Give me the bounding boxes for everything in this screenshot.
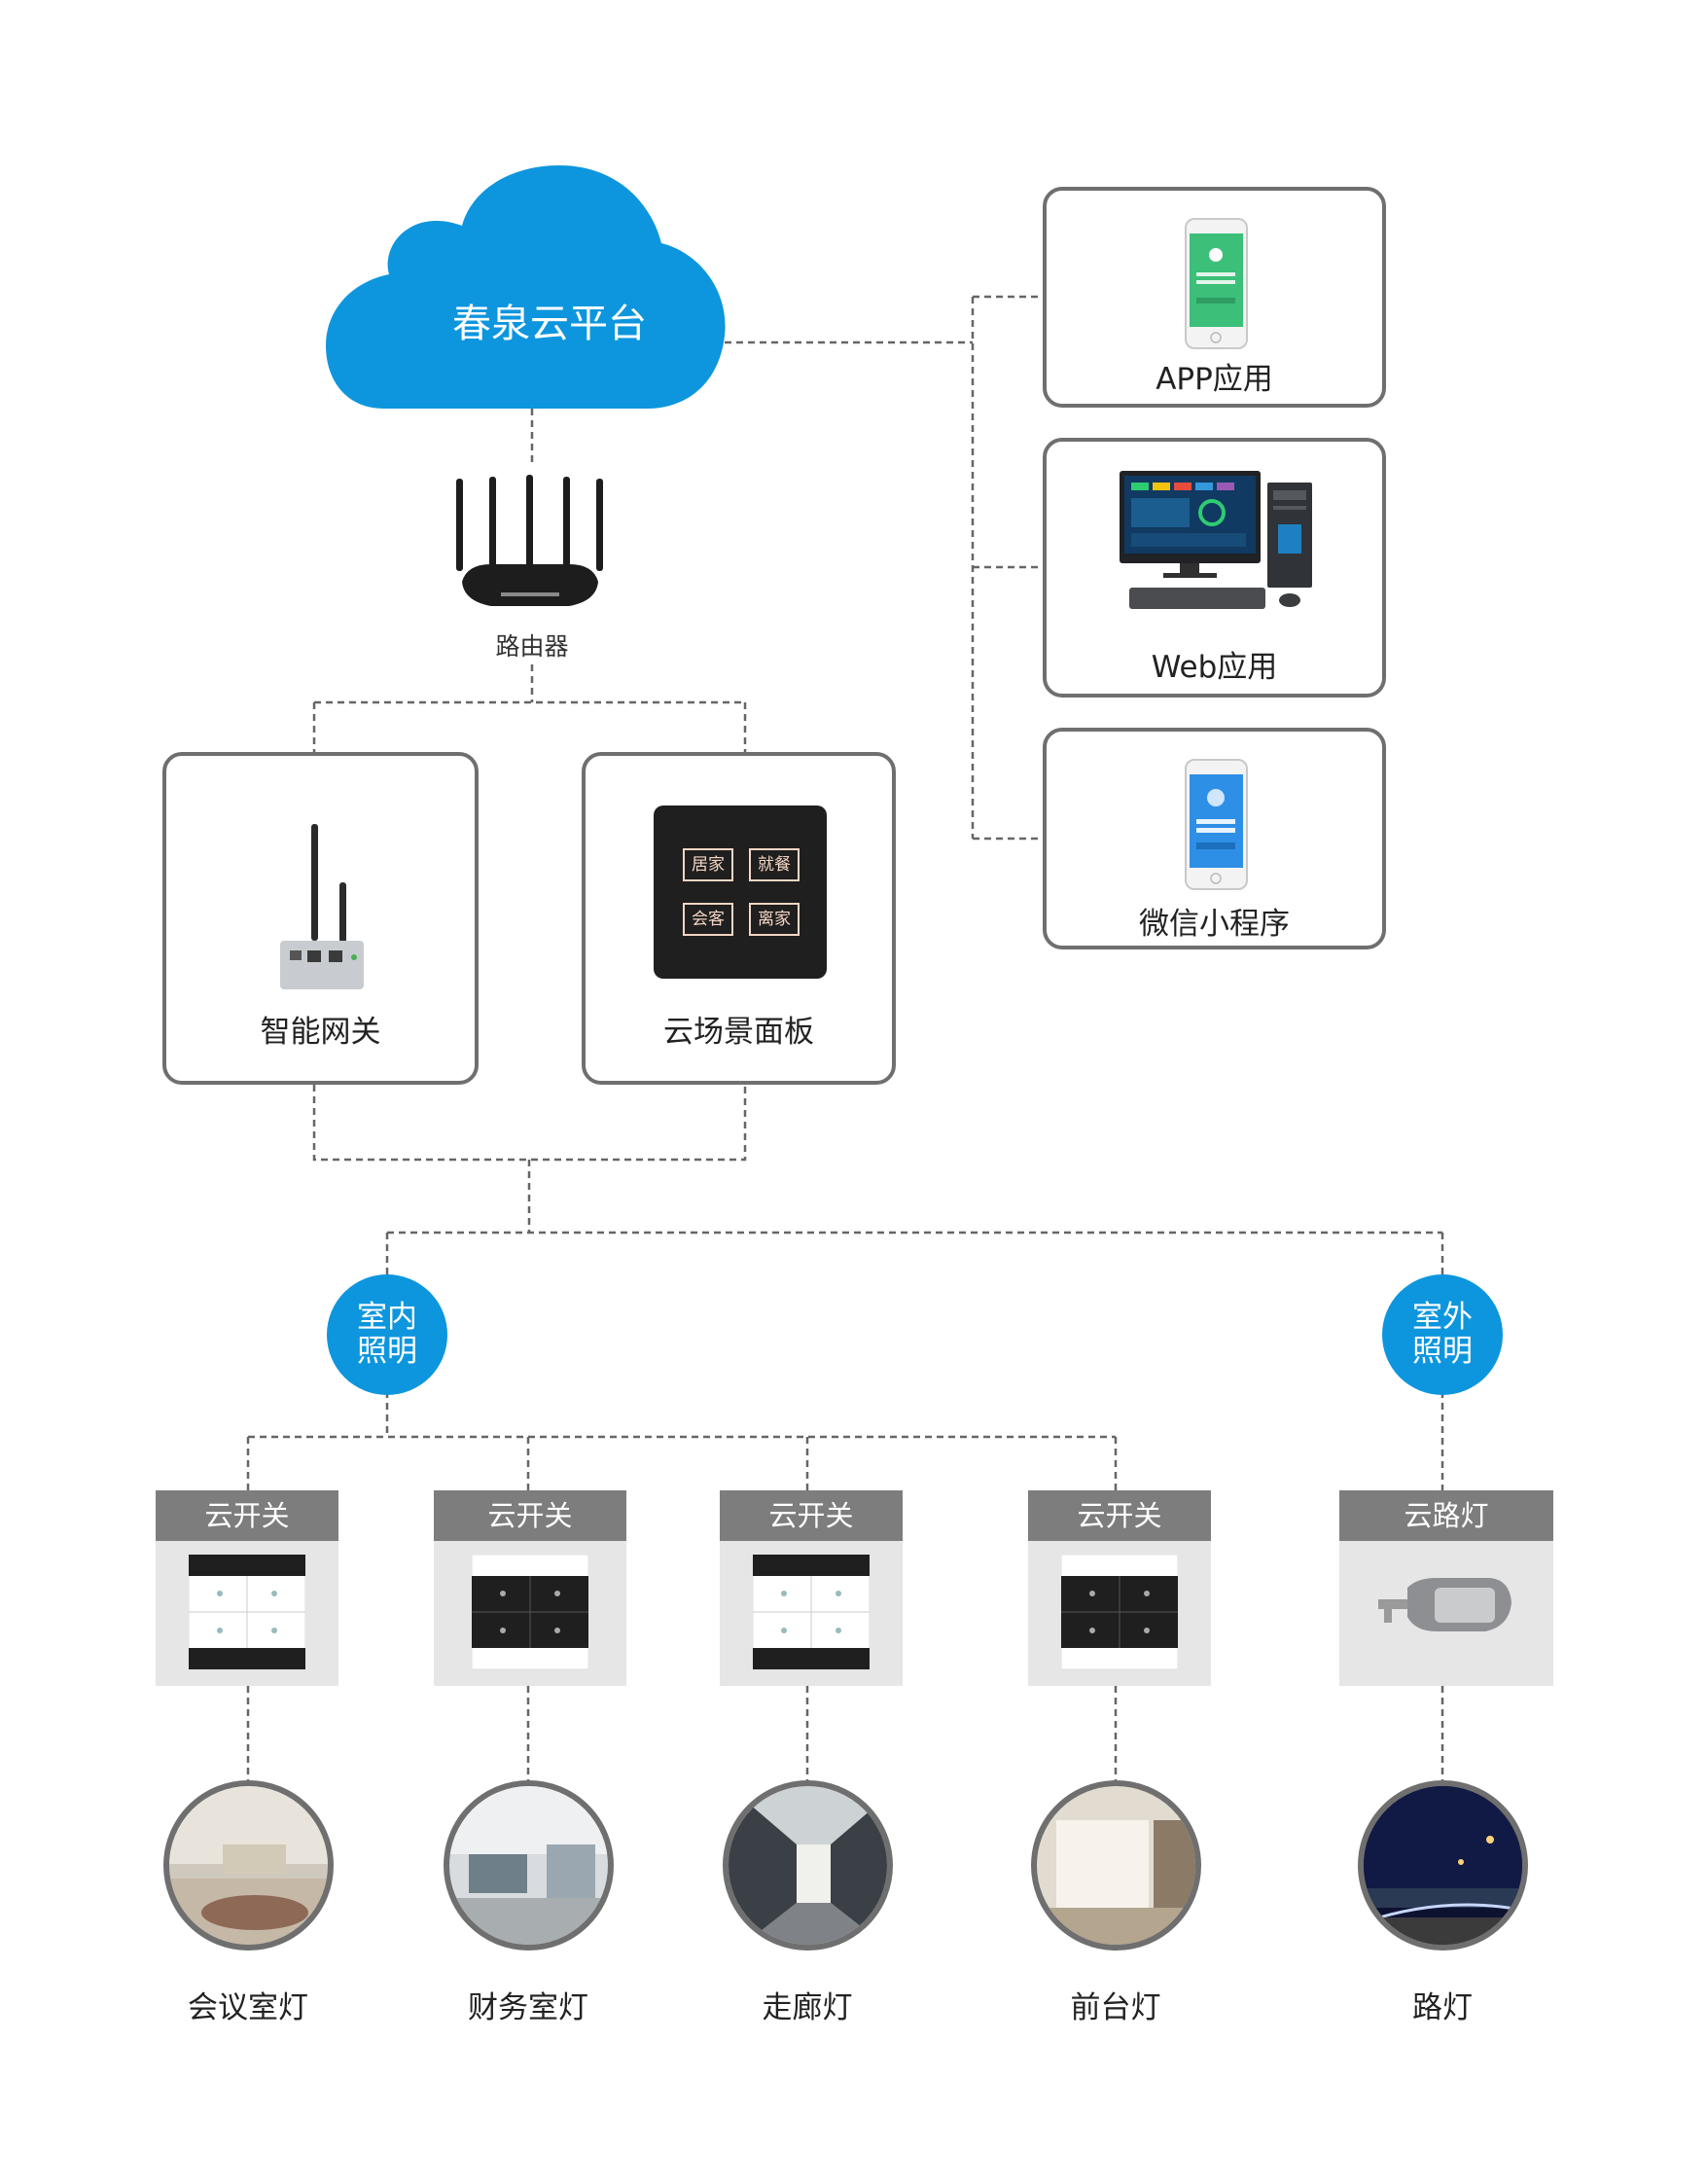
cloud-switch-4[interactable]: 云开关 (1028, 1490, 1211, 1686)
device-label: 云开关 (720, 1490, 903, 1541)
panel-button-away: 离家 (749, 903, 800, 936)
cloud-switch-2[interactable]: 云开关 (434, 1490, 626, 1686)
indoor-lighting-badge: 室内 照明 (327, 1274, 447, 1395)
outdoor-lighting-badge: 室外 照明 (1382, 1274, 1503, 1395)
cloud-street-light[interactable]: 云路灯 (1339, 1490, 1553, 1686)
street-photo (1358, 1780, 1528, 1951)
app-label: APP应用 (1156, 362, 1273, 397)
web-card[interactable]: Web应用 (1043, 438, 1386, 698)
indoor-line-1: 室内 (357, 1300, 417, 1335)
wechat-label: 微信小程序 (1139, 907, 1290, 942)
scene-label-street: 路灯 (1412, 1990, 1473, 2025)
street-light-icon (1378, 1578, 1511, 1631)
scene-panel-card[interactable]: 居家 就餐 会客 离家 云场景面板 (582, 752, 896, 1085)
scene-label-meeting: 会议室灯 (188, 1990, 308, 2025)
device-label: 云开关 (434, 1490, 626, 1541)
web-label: Web应用 (1151, 650, 1278, 685)
desktop-computer-icon (1120, 471, 1312, 609)
panel-button-guest: 会客 (683, 903, 733, 936)
meeting-room-photo (163, 1780, 334, 1951)
scene-label-reception: 前台灯 (1070, 1990, 1161, 2025)
finance-room-photo (444, 1780, 614, 1951)
device-label: 云路灯 (1339, 1490, 1553, 1541)
smartphone-icon (1185, 759, 1248, 890)
app-card[interactable]: APP应用 (1043, 187, 1386, 408)
gateway-icon (280, 824, 364, 989)
scene-label-corridor: 走廊灯 (762, 1990, 853, 2025)
platform-title: 春泉云平台 (452, 302, 647, 346)
device-label: 云开关 (1028, 1490, 1211, 1541)
scene-label-finance: 财务室灯 (468, 1990, 588, 2025)
device-label: 云开关 (156, 1490, 338, 1541)
router-label: 路由器 (495, 632, 569, 661)
cloud-switch-1[interactable]: 云开关 (156, 1490, 338, 1686)
router-icon (456, 475, 603, 606)
scene-panel-label: 云场景面板 (663, 1015, 814, 1050)
outdoor-line-1: 室外 (1412, 1300, 1473, 1335)
switch-panel-icon (472, 1555, 588, 1670)
panel-button-dining: 就餐 (749, 848, 800, 881)
switch-panel-icon (1061, 1555, 1178, 1670)
switch-panel-icon (189, 1555, 305, 1670)
reception-photo (1031, 1780, 1201, 1951)
switch-panel-icon (753, 1555, 870, 1670)
cloud-switch-3[interactable]: 云开关 (720, 1490, 903, 1686)
wechat-card[interactable]: 微信小程序 (1043, 728, 1386, 949)
outdoor-line-2: 照明 (1412, 1334, 1473, 1369)
panel-button-home: 居家 (683, 848, 733, 881)
gateway-label: 智能网关 (260, 1015, 381, 1050)
gateway-card[interactable]: 智能网关 (162, 752, 479, 1085)
indoor-line-2: 照明 (357, 1334, 417, 1369)
cloud-icon (326, 165, 726, 409)
corridor-photo (723, 1780, 893, 1951)
scene-panel-device: 居家 就餐 会客 离家 (654, 806, 827, 979)
smartphone-icon (1185, 218, 1248, 349)
